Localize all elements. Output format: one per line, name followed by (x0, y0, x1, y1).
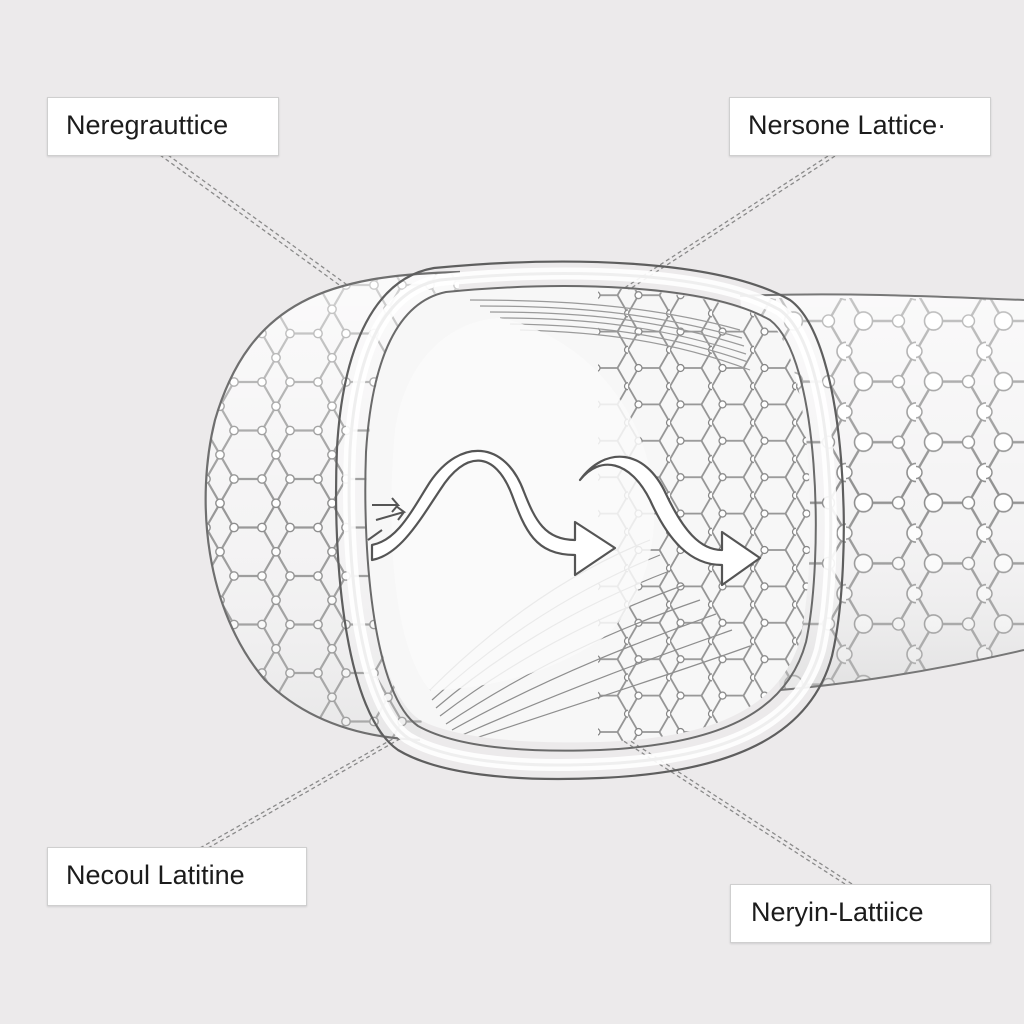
tube-interior (365, 287, 811, 743)
connector-top-right (611, 155, 829, 297)
label-top-left: Neregrauttice (47, 97, 279, 156)
connector-bottom-left-b (207, 731, 413, 849)
small-arrow-glyphs (367, 497, 407, 541)
wave-arrow-left (370, 449, 617, 577)
connector-top-right-b (618, 155, 836, 297)
connector-lines (159, 154, 853, 885)
connector-bottom-left (199, 731, 406, 849)
wave-arrow-right (578, 455, 762, 587)
label-top-right: Nersone Lattice· (729, 97, 991, 156)
wave-arrows (367, 449, 762, 587)
connector-bottom-right (621, 739, 846, 885)
label-bottom-left: Necoul Latitine (47, 847, 307, 906)
connector-bottom-right-b (628, 739, 853, 885)
connector-top-left-b (167, 154, 369, 301)
connector-top-left (159, 154, 361, 301)
cross-section-ring (334, 260, 845, 781)
label-bottom-right: Neryin-Lattiice (730, 884, 991, 943)
